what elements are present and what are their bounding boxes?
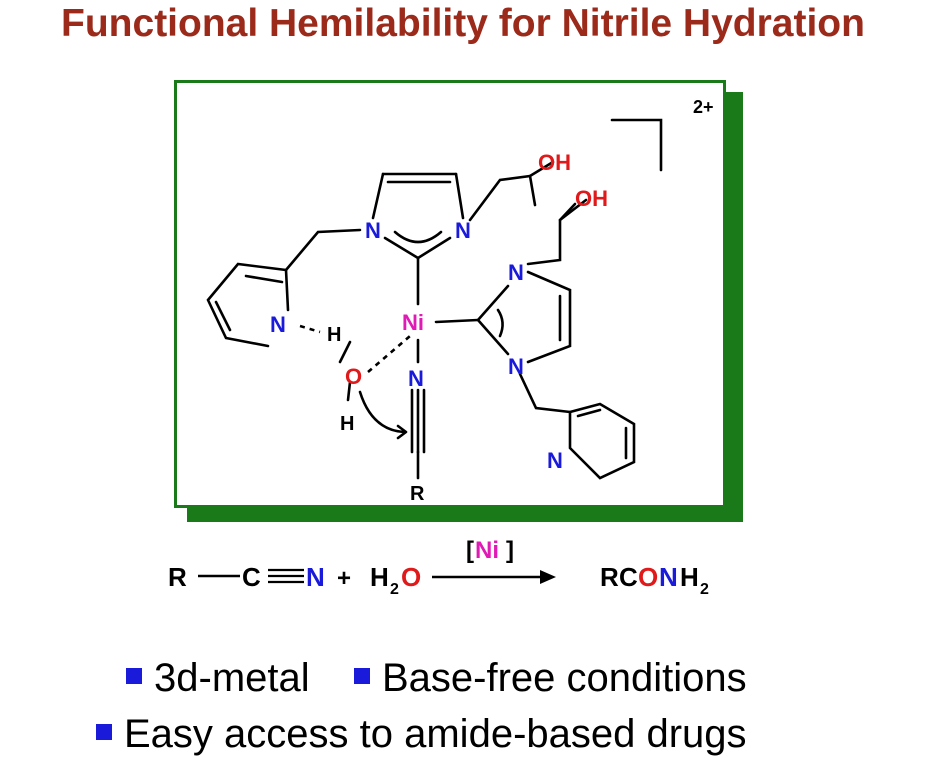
bullet-item: Base-free conditions [354,656,747,701]
nitrogen-label: N [365,218,381,243]
hydroxyl-label: OH [538,150,571,175]
eq-bracket-close: ] [506,537,514,564]
eq-product-n: N [659,562,678,592]
eq-water-h: H [370,562,389,592]
eq-product-o: O [638,562,658,592]
nitrogen-label: N [408,366,424,391]
square-bullet-icon [126,668,142,685]
eq-n: N [306,562,325,592]
eq-c: C [242,562,261,592]
eq-product-h: H [680,562,699,592]
oxygen-label: O [345,364,362,389]
page-title: Functional Hemilability for Nitrile Hydr… [61,2,865,45]
eq-product-sub: 2 [700,581,709,598]
r-group-label: R [410,483,425,505]
nitrogen-label: N [508,354,524,379]
charge-label: 2+ [693,97,714,117]
eq-bracket-open: [ [466,537,474,564]
eq-product-r: R [600,562,619,592]
nitrogen-label: N [455,218,471,243]
eq-water-sub: 2 [390,581,399,598]
eq-catalyst: Ni [475,537,499,564]
bullet-text: Base-free conditions [382,656,747,700]
hydrogen-label: H [340,413,354,435]
bullet-text: Easy access to amide-based drugs [124,712,747,756]
square-bullet-icon [96,724,112,741]
bullet-item: Easy access to amide-based drugs [96,712,747,757]
hydrogen-label: H [327,324,341,346]
bullet-item: 3d-metal [126,656,310,701]
eq-r: R [168,562,187,592]
eq-plus: + [337,565,351,592]
nitrogen-label: N [508,260,524,285]
eq-product-c: C [619,562,638,592]
nitrogen-label: N [547,448,563,473]
square-bullet-icon [354,668,370,685]
reaction-equation: R C N + H 2 O [ Ni ] R C O N H 2 [168,537,709,598]
nitrogen-label: N [270,312,286,337]
nickel-label: Ni [402,310,424,335]
hydroxyl-label: OH [575,186,608,211]
bullet-text: 3d-metal [154,656,310,700]
eq-water-o: O [401,562,421,592]
